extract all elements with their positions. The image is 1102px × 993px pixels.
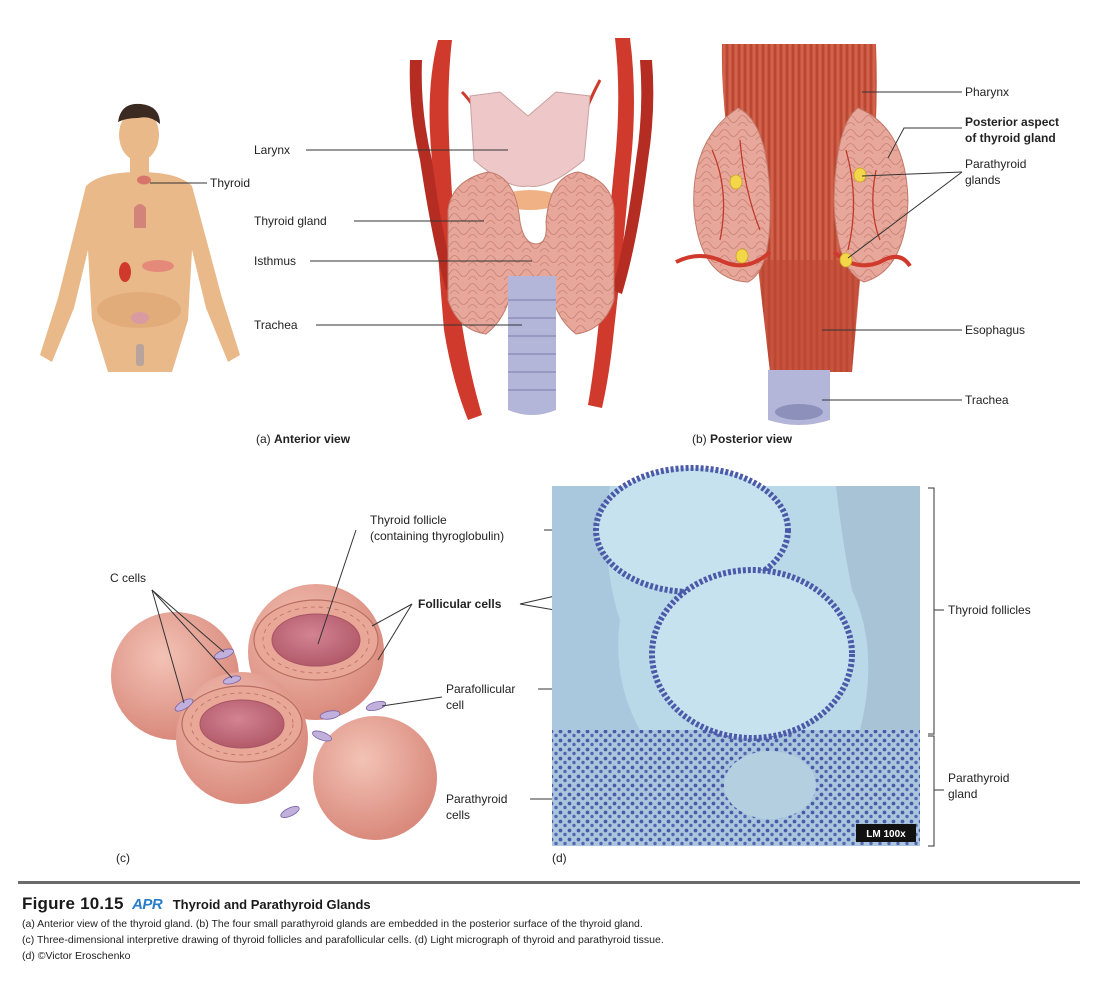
- figure-caption: Figure 10.15 APR Thyroid and Parathyroid…: [22, 894, 1082, 962]
- diagram-canvas: Thyroid Larynx Thyroid gland Isthmus Tra…: [0, 0, 1102, 880]
- label-thyroid-follicle-1: Thyroid follicle: [370, 513, 447, 527]
- leader-parafollicular-c: [382, 697, 442, 706]
- follicle-drawing: [111, 584, 437, 840]
- caption-line-1: (a) Anterior view of the thyroid gland. …: [22, 918, 1082, 930]
- panel-a-prefix: (a): [256, 432, 271, 446]
- label-parathyroid-cells-1: Parathyroid: [446, 792, 507, 806]
- panel-a-caption: (a) Anterior view: [256, 432, 351, 446]
- panel-a-view: Anterior view: [274, 432, 351, 446]
- label-posterior-aspect-1: Posterior aspect: [965, 115, 1059, 129]
- label-parathyroid-gland-1: Parathyroid: [948, 771, 1009, 785]
- bracket-thyroid-follicles: [928, 488, 934, 734]
- panel-b-prefix: (b): [692, 432, 707, 446]
- label-trachea-b: Trachea: [965, 393, 1009, 407]
- label-thyroid-follicle-2: (containing thyroglobulin): [370, 529, 504, 543]
- label-esophagus: Esophagus: [965, 323, 1025, 337]
- body-figure: [40, 104, 240, 372]
- panel-c-label: (c): [116, 851, 130, 865]
- label-parafollicular-1: Parafollicular: [446, 682, 515, 696]
- panel-b-caption: (b) Posterior view: [692, 432, 793, 446]
- apr-badge: APR: [132, 896, 162, 913]
- posterior-view-illustration: [676, 44, 910, 425]
- micrograph: LM 100x: [552, 468, 920, 846]
- caption-divider: [18, 881, 1080, 884]
- label-thyroid-follicles: Thyroid follicles: [948, 603, 1031, 617]
- label-parafollicular-2: cell: [446, 698, 464, 712]
- label-parathyroid-glands-2: glands: [965, 173, 1000, 187]
- label-parathyroid-glands-1: Parathyroid: [965, 157, 1026, 171]
- leader-follicular-c-2: [378, 604, 412, 660]
- label-pharynx: Pharynx: [965, 85, 1009, 99]
- label-parathyroid-cells-2: cells: [446, 808, 470, 822]
- label-thyroid-gland: Thyroid gland: [254, 214, 327, 228]
- caption-title-row: Figure 10.15 APR Thyroid and Parathyroid…: [22, 894, 1082, 914]
- label-thyroid-small: Thyroid: [210, 176, 250, 190]
- open-follicle-lower: [176, 672, 308, 804]
- caption-credit: (d) ©Victor Eroschenko: [22, 950, 1082, 962]
- bracket-parathyroid-gland: [928, 736, 934, 846]
- label-larynx: Larynx: [254, 143, 290, 157]
- panel-d-label: (d): [552, 851, 567, 865]
- lm-badge: LM 100x: [866, 829, 906, 840]
- caption-line-2: (c) Three-dimensional interpretive drawi…: [22, 934, 1082, 946]
- panel-b-view: Posterior view: [710, 432, 793, 446]
- label-trachea-a: Trachea: [254, 318, 298, 332]
- figure-number: Figure 10.15: [22, 894, 124, 913]
- leader-follicular-c-1: [372, 604, 412, 626]
- anterior-view-illustration: [410, 38, 654, 420]
- label-follicular-cells: Follicular cells: [418, 597, 502, 611]
- label-isthmus: Isthmus: [254, 254, 296, 268]
- figure-title: Thyroid and Parathyroid Glands: [173, 897, 371, 912]
- label-posterior-aspect-2: of thyroid gland: [965, 131, 1056, 145]
- label-parathyroid-gland-2: gland: [948, 787, 977, 801]
- label-c-cells: C cells: [110, 571, 146, 585]
